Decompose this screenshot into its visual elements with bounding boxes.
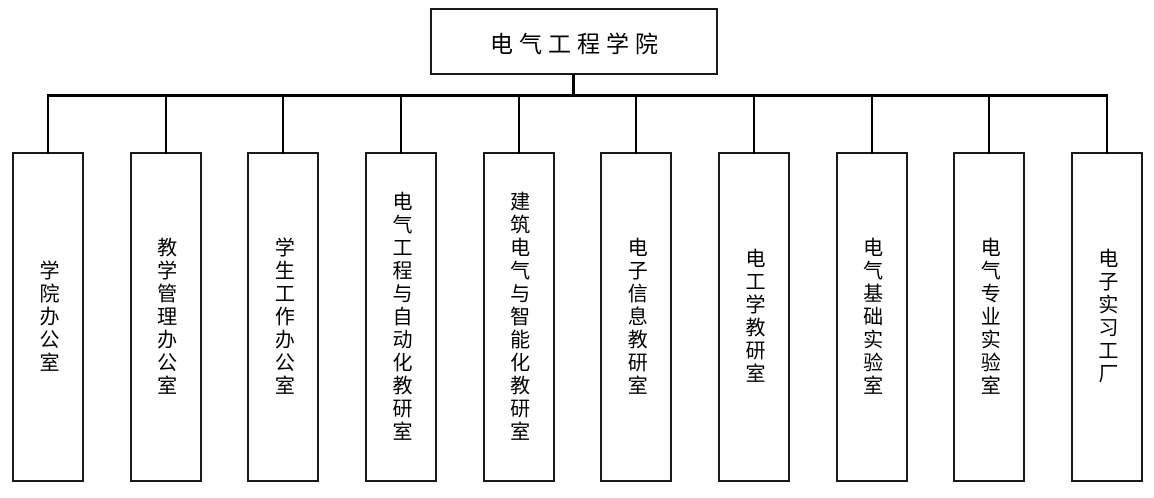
org-child-label: 电气工程与自动化教研室 (388, 190, 413, 444)
org-child-node: 电气基础实验室 (835, 97, 908, 482)
org-child-label: 教学管理办公室 (153, 236, 178, 398)
org-child-node: 学生工作办公室 (247, 97, 320, 482)
org-child-node: 电子实习工厂 (1070, 97, 1143, 482)
connector-drop (1105, 97, 1108, 154)
departments-row: 学院办公室 教学管理办公室 学生工作办公室 电气工程与自动化教研室 建筑电气与智… (12, 97, 1143, 482)
org-child-node: 电气工程与自动化教研室 (364, 97, 437, 482)
org-child-node: 电气专业实验室 (953, 97, 1026, 482)
org-child-label: 电子实习工厂 (1094, 248, 1119, 386)
org-child-node: 建筑电气与智能化教研室 (482, 97, 555, 482)
connector-drop (517, 97, 520, 154)
org-child-label: 建筑电气与智能化教研室 (506, 190, 531, 444)
org-child-label: 电子信息教研室 (624, 236, 649, 398)
org-root-label: 电气工程学院 (490, 31, 664, 58)
org-child-label: 电气基础实验室 (859, 236, 884, 398)
connector-drop (870, 97, 873, 154)
connector-drop (988, 97, 991, 154)
connector-drop (752, 97, 755, 154)
connector-drop (282, 97, 285, 154)
connector-drop (47, 97, 49, 154)
org-child-label: 学生工作办公室 (271, 236, 296, 398)
org-child-node: 教学管理办公室 (129, 97, 202, 482)
org-child-label: 电气专业实验室 (977, 236, 1002, 398)
org-child-label: 电工学教研室 (741, 248, 766, 386)
connector-stem (572, 74, 575, 97)
connector-drop (635, 97, 638, 154)
org-root-node: 电气工程学院 (430, 8, 718, 75)
org-child-label: 学院办公室 (36, 259, 60, 375)
connector-bus (47, 94, 1108, 97)
org-child-node: 电工学教研室 (717, 97, 790, 482)
org-child-node: 学院办公室 (12, 97, 84, 482)
connector-drop (164, 97, 167, 154)
connector-drop (399, 97, 402, 154)
org-child-node: 电子信息教研室 (600, 97, 673, 482)
